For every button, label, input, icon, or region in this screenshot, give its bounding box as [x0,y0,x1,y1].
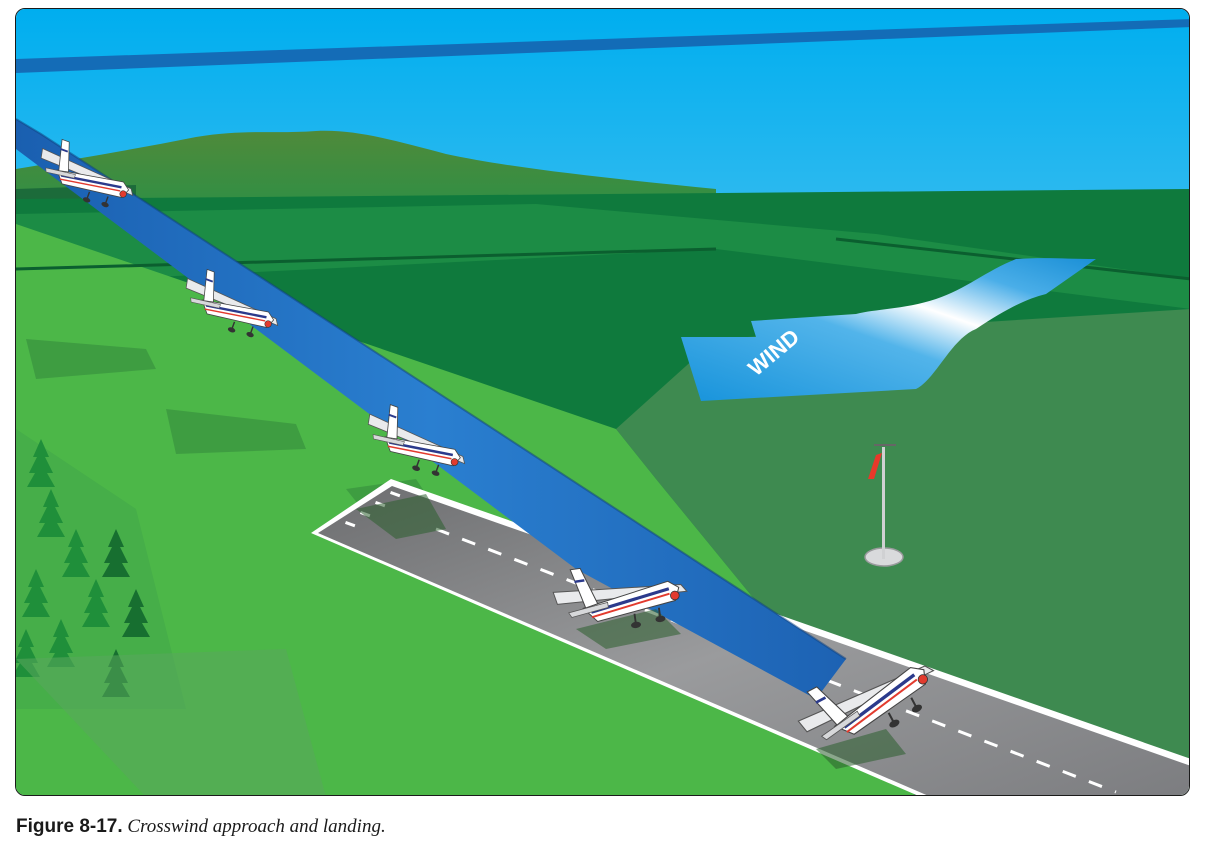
figure-label: Figure 8-17. [16,816,123,837]
figure-caption-text: Crosswind approach and landing. [127,816,385,837]
illustration-frame: WIND [15,8,1190,796]
figure-caption: Figure 8-17. Crosswind approach and land… [16,816,386,838]
crosswind-landing-illustration: WIND [16,9,1190,796]
